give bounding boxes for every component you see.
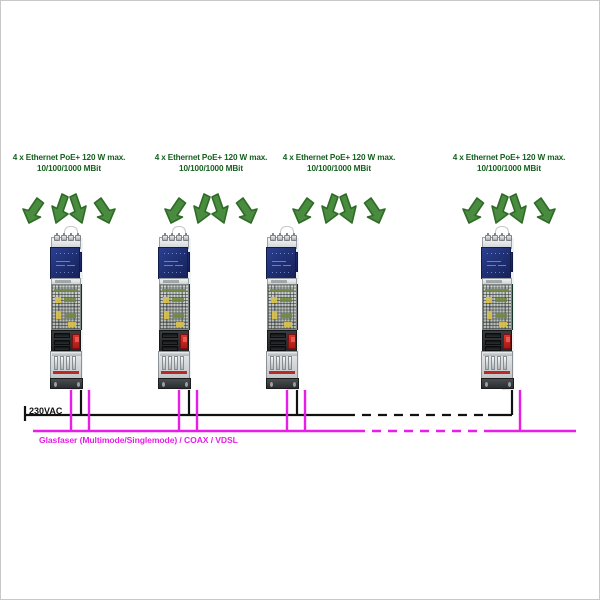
arrow-far-right	[235, 197, 258, 224]
poe-label-module-2: 4 x Ethernet PoE+ 120 W max. 10/100/1000…	[151, 153, 271, 174]
arrow-far-left	[292, 197, 315, 224]
poe-label-module-4: 4 x Ethernet PoE+ 120 W max. 10/100/1000…	[449, 153, 569, 174]
poe-label-line2: 10/100/1000 MBit	[477, 163, 541, 173]
ethernet-arrows-module-4	[455, 183, 563, 229]
red-connector	[288, 333, 296, 349]
module-fiber-base	[50, 351, 82, 379]
module-din-foot	[481, 378, 514, 389]
module-blue-board	[158, 247, 188, 279]
module-blue-board	[50, 247, 80, 279]
arrow-right-inner	[69, 193, 87, 224]
poe-label-line2: 10/100/1000 MBit	[307, 163, 371, 173]
rj45-port-2[interactable]	[492, 232, 498, 241]
rj45-port-3[interactable]	[176, 232, 182, 241]
module-din-foot	[158, 378, 191, 389]
red-connector	[72, 333, 80, 349]
rj45-port-2[interactable]	[169, 232, 175, 241]
rj45-port-2[interactable]	[61, 232, 67, 241]
rj45-port-4[interactable]	[183, 232, 189, 241]
rj45-port-1[interactable]	[270, 232, 276, 241]
module-blue-board	[266, 247, 296, 279]
arrow-left-inner	[51, 193, 69, 224]
arrow-far-right	[533, 197, 556, 224]
module-power-supply	[51, 284, 81, 330]
arrow-right-inner	[211, 193, 229, 224]
module-fiber-base	[158, 351, 190, 379]
arrow-right-inner	[339, 193, 357, 224]
poe-label-line2: 10/100/1000 MBit	[179, 163, 243, 173]
rj45-port-1[interactable]	[485, 232, 491, 241]
rj45-port-2[interactable]	[277, 232, 283, 241]
ethernet-arrows-module-3	[285, 183, 393, 229]
rj45-port-4[interactable]	[291, 232, 297, 241]
module-terminal-blocks	[159, 330, 189, 352]
poe-switch-module-2[interactable]	[155, 226, 199, 394]
poe-label-line1: 4 x Ethernet PoE+ 120 W max.	[12, 153, 126, 162]
arrow-far-left	[462, 197, 485, 224]
poe-label-module-1: 4 x Ethernet PoE+ 120 W max. 10/100/1000…	[9, 153, 129, 174]
poe-label-line2: 10/100/1000 MBit	[37, 163, 101, 173]
arrow-far-right	[93, 197, 116, 224]
rj45-port-3[interactable]	[68, 232, 74, 241]
module-terminal-blocks	[51, 330, 81, 352]
module-power-supply	[482, 284, 512, 330]
poe-label-line1: 4 x Ethernet PoE+ 120 W max.	[452, 153, 566, 162]
ethernet-arrows-module-1	[15, 183, 123, 229]
rj45-port-1[interactable]	[54, 232, 60, 241]
arrow-far-left	[164, 197, 187, 224]
rj45-port-4[interactable]	[75, 232, 81, 241]
arrow-right-inner	[509, 193, 527, 224]
voltage-label: 230VAC	[29, 406, 63, 416]
poe-label-line1: 4 x Ethernet PoE+ 120 W max.	[154, 153, 268, 162]
poe-label-module-3: 4 x Ethernet PoE+ 120 W max. 10/100/1000…	[279, 153, 399, 174]
poe-label-line1: 4 x Ethernet PoE+ 120 W max.	[282, 153, 396, 162]
module-terminal-blocks	[482, 330, 512, 352]
rj45-port-3[interactable]	[284, 232, 290, 241]
module-din-foot	[50, 378, 83, 389]
red-connector	[180, 333, 188, 349]
arrow-far-left	[22, 197, 45, 224]
arrow-far-right	[363, 197, 386, 224]
red-connector	[503, 333, 511, 349]
arrow-left-inner	[193, 193, 211, 224]
arrow-left-inner	[321, 193, 339, 224]
rj45-port-1[interactable]	[162, 232, 168, 241]
rj45-port-3[interactable]	[499, 232, 505, 241]
rj45-port-4[interactable]	[506, 232, 512, 241]
poe-switch-module-1[interactable]	[47, 226, 91, 394]
arrow-left-inner	[491, 193, 509, 224]
module-power-supply	[267, 284, 297, 330]
poe-switch-module-3[interactable]	[263, 226, 307, 394]
fiber-types-label: Glasfaser (Multimode/Singlemode) / COAX …	[39, 435, 238, 445]
ethernet-arrows-module-2	[157, 183, 265, 229]
poe-switch-module-4[interactable]	[478, 226, 522, 394]
module-terminal-blocks	[267, 330, 297, 352]
module-din-foot	[266, 378, 299, 389]
module-fiber-base	[481, 351, 513, 379]
module-blue-board	[481, 247, 511, 279]
module-fiber-base	[266, 351, 298, 379]
module-power-supply	[159, 284, 189, 330]
